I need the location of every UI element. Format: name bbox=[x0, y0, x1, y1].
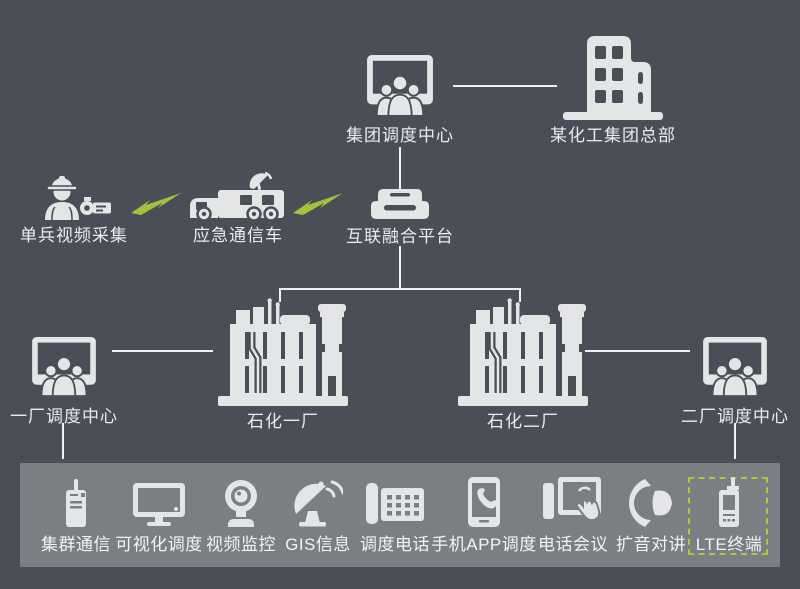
walkie-talkie-icon bbox=[62, 477, 90, 527]
node-label: 二厂调度中心 bbox=[681, 407, 789, 426]
strip-item-conference: 电话会议 bbox=[521, 477, 625, 555]
strip-item-mobile-app: 手机APP调度 bbox=[431, 477, 537, 555]
node-plant2: 石化二厂 bbox=[453, 298, 593, 431]
node-plant1: 石化一厂 bbox=[213, 298, 353, 431]
touch-tablet-icon bbox=[543, 477, 603, 527]
node-portable-video: 单兵视频采集 bbox=[4, 172, 144, 245]
strip-item-dispatch-phone: 调度电话 bbox=[343, 477, 447, 555]
strip-item-label: 可视化调度 bbox=[115, 535, 203, 554]
connector-line bbox=[399, 246, 401, 290]
strip-item-label: LTE终端 bbox=[695, 535, 763, 554]
node-fusion-platform: 互联融合平台 bbox=[330, 188, 470, 246]
worker-camera-icon bbox=[36, 172, 112, 220]
strip-item-label: 集群通信 bbox=[41, 535, 111, 554]
connector-line bbox=[585, 350, 690, 352]
mobile-phone-icon bbox=[468, 477, 500, 527]
node-label: 单兵视频采集 bbox=[20, 226, 128, 245]
node-label: 某化工集团总部 bbox=[550, 126, 676, 145]
strip-item-label: 电话会议 bbox=[538, 535, 608, 554]
lightning-icon bbox=[293, 193, 343, 217]
node-label: 互联融合平台 bbox=[346, 227, 454, 246]
lightning-icon bbox=[131, 193, 181, 217]
webcam-icon bbox=[220, 477, 262, 527]
strip-item-pa-intercom: 扩音对讲 bbox=[599, 477, 703, 555]
office-building-icon bbox=[563, 32, 663, 120]
desk-phone-icon bbox=[366, 477, 424, 527]
node-plant1-center: 一厂调度中心 bbox=[0, 336, 134, 426]
node-label: 石化二厂 bbox=[487, 412, 559, 431]
node-label: 石化一厂 bbox=[247, 412, 319, 431]
factory-icon bbox=[458, 298, 588, 406]
connector-line bbox=[112, 350, 213, 352]
node-label: 应急通信车 bbox=[193, 226, 283, 245]
node-hq: 某化工集团总部 bbox=[543, 32, 683, 145]
dispatch-monitor-icon bbox=[700, 336, 770, 396]
connector-line bbox=[279, 288, 281, 302]
node-label: 一厂调度中心 bbox=[10, 407, 118, 426]
strip-item-label: 手机APP调度 bbox=[431, 535, 537, 554]
strip-item-label: 视频监控 bbox=[206, 535, 276, 554]
comms-truck-icon bbox=[188, 170, 288, 220]
strip-item-lte: LTE终端 bbox=[677, 477, 781, 555]
strip-item-trunking: 集群通信 bbox=[24, 477, 128, 555]
factory-icon bbox=[218, 298, 348, 406]
connector-line bbox=[453, 85, 557, 87]
server-platform-icon bbox=[371, 188, 429, 220]
satellite-dish-icon bbox=[293, 477, 343, 527]
loudspeaker-icon bbox=[628, 477, 674, 527]
node-label: 集团调度中心 bbox=[346, 126, 454, 145]
capability-strip: 集群通信 可视化调度 bbox=[20, 463, 780, 567]
connector-line bbox=[399, 147, 401, 189]
lte-terminal-icon bbox=[712, 477, 746, 527]
strip-item-video-surveillance: 视频监控 bbox=[189, 477, 293, 555]
connector-line bbox=[734, 423, 736, 459]
connector-line bbox=[519, 288, 521, 302]
strip-item-label: 调度电话 bbox=[360, 535, 430, 554]
connector-line bbox=[279, 288, 521, 290]
strip-item-visual-dispatch: 可视化调度 bbox=[107, 477, 211, 555]
node-plant2-center: 二厂调度中心 bbox=[665, 336, 800, 426]
connector-line bbox=[62, 423, 64, 459]
node-emergency-vehicle: 应急通信车 bbox=[168, 170, 308, 245]
dispatch-monitor-icon bbox=[365, 54, 435, 116]
monitor-icon bbox=[133, 477, 185, 527]
dispatch-monitor-icon bbox=[29, 336, 99, 396]
node-group-dispatch-center: 集团调度中心 bbox=[330, 54, 470, 145]
strip-item-label: 扩音对讲 bbox=[616, 535, 686, 554]
strip-item-gis: GIS信息 bbox=[266, 477, 370, 555]
strip-item-label: GIS信息 bbox=[285, 535, 351, 554]
